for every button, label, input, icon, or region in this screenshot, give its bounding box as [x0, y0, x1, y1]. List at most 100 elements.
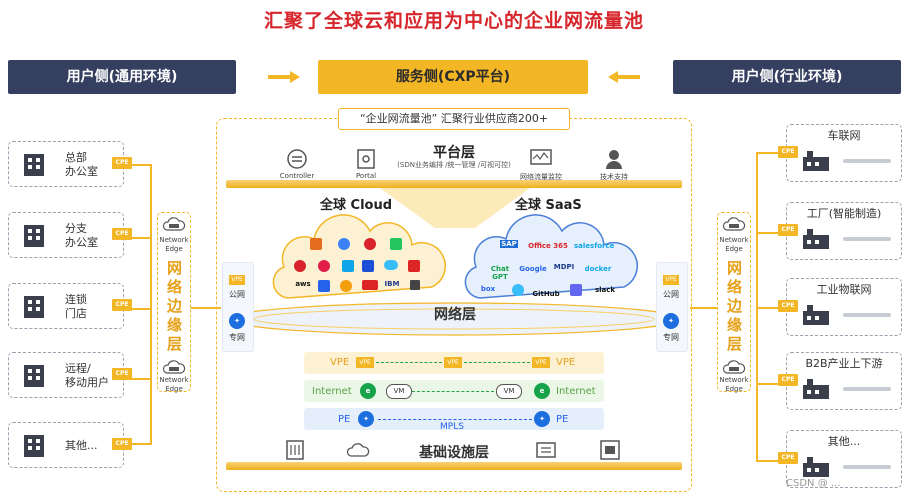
cpe-badge: CPE: [778, 146, 798, 158]
connector-line: [129, 378, 152, 380]
page-title: 汇聚了全球云和应用为中心的企业网流量池: [263, 10, 644, 32]
arrow-left-bar: [268, 75, 290, 79]
connector-line: [756, 307, 778, 309]
connector-line: [150, 164, 152, 444]
vpe-badge: VPE: [663, 275, 679, 285]
chatgpt-logo: Chat GPT: [490, 265, 510, 281]
network-edge-label-text: Network Edge: [159, 376, 189, 393]
mdpi-logo: MDPI: [553, 263, 575, 271]
cloud-router-icon: [162, 360, 186, 374]
connector-line: [129, 164, 152, 166]
gcp-icon: [340, 280, 352, 292]
car-icon: [803, 151, 829, 171]
left-user-label: 总部 办公室: [65, 151, 98, 178]
private-net-label: 专网: [663, 333, 679, 342]
pe-router-icon: ✦: [358, 411, 374, 427]
arrow-left-icon: [608, 71, 618, 83]
access-panel-right: [656, 262, 688, 352]
cpe-badge: CPE: [112, 157, 132, 169]
cpe-badge: CPE: [112, 368, 132, 380]
support-icon: [606, 150, 622, 169]
cloud-logo-icon: [318, 260, 330, 272]
cloud-logo-icon: [384, 260, 398, 270]
right-user-box: 工厂(智能制造): [786, 202, 902, 260]
factory-icon: [803, 229, 829, 249]
private-net-icon: ✦: [663, 313, 679, 329]
controller-icon: [287, 149, 307, 169]
pool-banner: “企业网流量池” 汇聚行业供应商200+: [338, 108, 570, 130]
platform-item-label: 技术支持: [600, 173, 628, 181]
internet-row-label: Internet: [556, 386, 596, 397]
cpe-badge: CPE: [778, 452, 798, 464]
internet-icon: e: [534, 383, 550, 399]
connector-line: [756, 152, 778, 154]
vpe-row-label: VPE: [330, 357, 350, 368]
connector-line: [129, 443, 152, 445]
sap-logo: SAP: [500, 240, 518, 248]
cpe-badge: CPE: [112, 228, 132, 240]
device-decoration: [843, 465, 891, 469]
left-user-box: 其他...: [8, 422, 124, 468]
left-user-label: 其他...: [65, 439, 98, 452]
dashed-link: [378, 419, 532, 420]
connector-line: [690, 307, 718, 309]
global-saas-shape: [464, 214, 638, 299]
left-user-box: 远程/ 移动用户: [8, 352, 124, 398]
ibm-logo: IBM: [384, 280, 400, 288]
office365-logo: Office 365: [528, 242, 568, 250]
vpe-badge: VPE: [229, 275, 245, 285]
cloud-logo-icon: [408, 260, 420, 272]
grid-icon: [24, 435, 44, 457]
cloud-router-icon: [722, 360, 746, 374]
network-layer-title: 网络层: [434, 307, 476, 323]
left-user-label: 分支 办公室: [65, 222, 98, 249]
vpe-row-label: VPE: [556, 357, 576, 368]
network-edge-left: [157, 212, 191, 392]
monitor-icon: [530, 149, 552, 165]
left-user-box: 连锁 门店: [8, 283, 124, 329]
right-user-box: 其他...: [786, 430, 902, 488]
right-user-label: 车联网: [827, 129, 861, 142]
office-building-icon: [24, 154, 44, 176]
cloud-router-icon: [722, 217, 746, 231]
connector-line: [756, 460, 778, 462]
left-user-label: 远程/ 移动用户: [65, 362, 109, 389]
internet-row-label: Internet: [312, 386, 352, 397]
right-user-label: 工厂(智能制造): [806, 207, 882, 220]
switch-icon: [536, 442, 556, 458]
pe-row-label: PE: [556, 414, 569, 425]
device-decoration: [843, 237, 891, 241]
teams-icon: [570, 284, 582, 296]
device-decoration: [843, 313, 891, 317]
slack-logo: slack: [594, 286, 616, 294]
connector-line: [191, 307, 221, 309]
store-icon: [24, 296, 44, 318]
dashed-link: [464, 362, 530, 363]
platform-item-label: 网络流量监控: [520, 173, 562, 181]
cloud-logo-icon: [338, 238, 350, 250]
alibaba-cloud-icon: [310, 238, 322, 250]
edge-layer-left: 网络边缘层: [165, 260, 183, 355]
public-net-label: 公网: [663, 290, 679, 299]
right-user-box: 工业物联网: [786, 278, 902, 336]
cpe-badge: CPE: [778, 374, 798, 386]
network-edge-label-text: Network Edge: [719, 376, 749, 393]
connector-line: [756, 383, 778, 385]
vpe-badge: VPE: [444, 357, 462, 368]
internet-icon: e: [360, 383, 376, 399]
cloud-logo-icon: [362, 260, 374, 272]
platform-gold-bar: [226, 180, 682, 188]
arrow-right-bar: [618, 75, 640, 79]
cloud-router-icon: [162, 217, 186, 231]
skype-icon: [512, 284, 524, 296]
box-logo: box: [480, 285, 496, 293]
platform-item-label: Portal: [355, 172, 377, 180]
arrow-right-icon: [290, 71, 300, 83]
private-net-label: 专网: [229, 333, 245, 342]
router-icon: [803, 305, 829, 325]
right-user-box: 车联网: [786, 124, 902, 182]
huawei-cloud-icon: [364, 238, 376, 250]
cpe-badge: CPE: [112, 438, 132, 450]
network-edge-label-text: Network Edge: [719, 236, 749, 253]
dashed-link: [376, 362, 442, 363]
